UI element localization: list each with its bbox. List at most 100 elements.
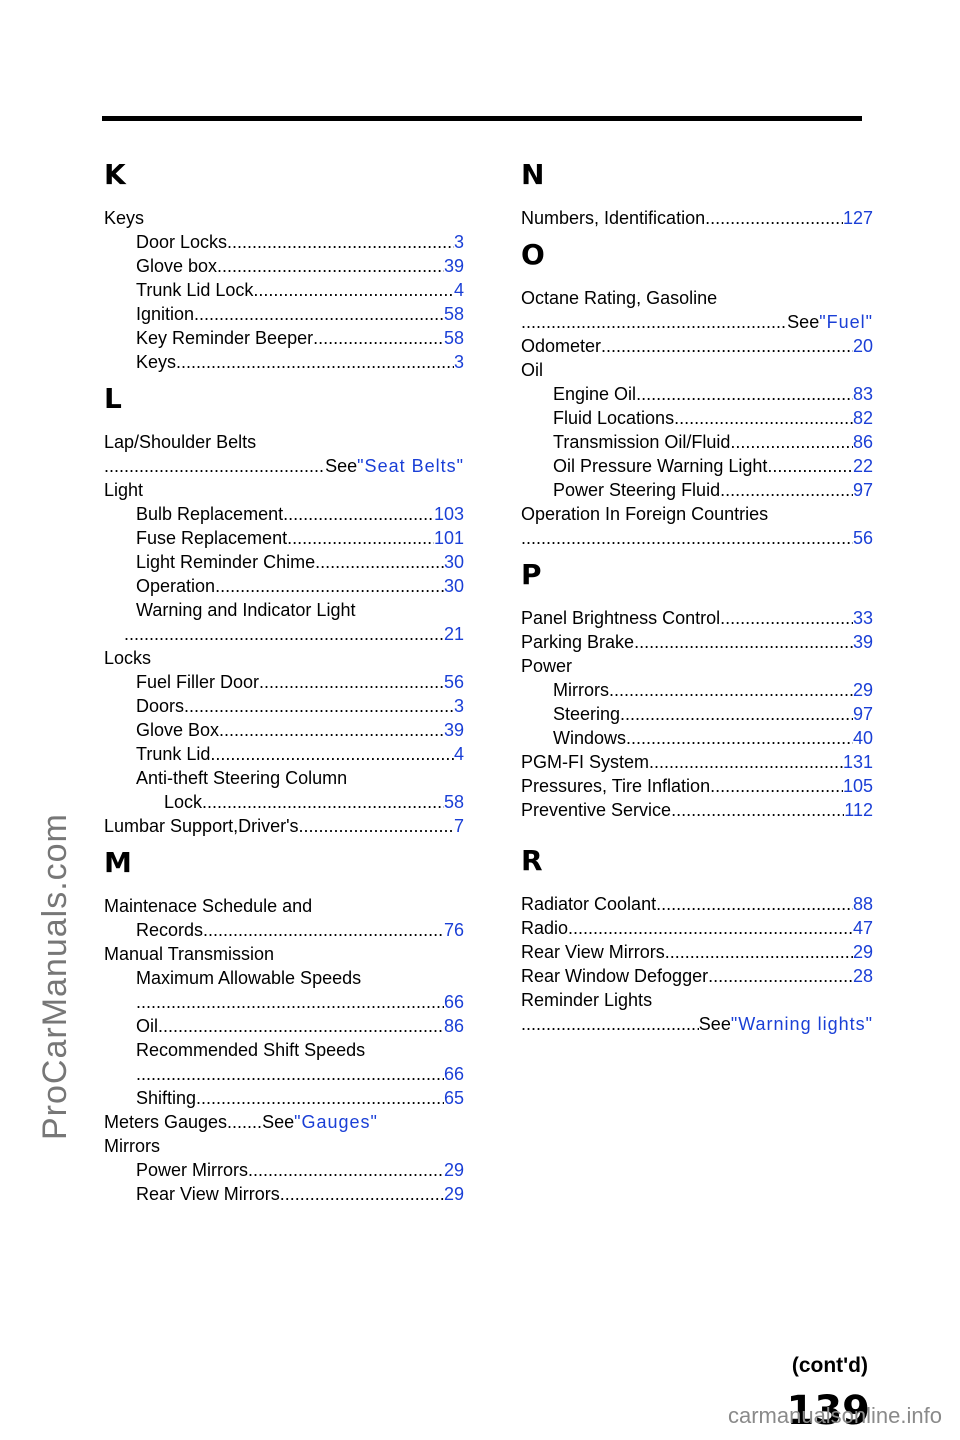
page-link[interactable]: 4 [453, 744, 464, 764]
index-entry[interactable]: Rear View Mirrors 29 [521, 940, 873, 964]
index-entry[interactable]: Transmission Oil/Fluid 86 [521, 430, 873, 454]
see-link[interactable]: "Warning lights" [730, 1014, 873, 1034]
see-link[interactable]: "Seat Belts" [357, 456, 464, 476]
page-link[interactable]: 88 [852, 894, 873, 914]
page-link[interactable]: 56 [443, 672, 464, 692]
see-reference[interactable]: Meters Gauges.......See "Gauges" [104, 1112, 378, 1132]
page-link[interactable]: 39 [852, 632, 873, 652]
page-link[interactable]: 3 [453, 352, 464, 372]
index-entry[interactable]: 21 [104, 622, 464, 646]
index-entry[interactable]: Power Mirrors 29 [104, 1158, 464, 1182]
see-reference[interactable]: See "Fuel" [521, 310, 873, 334]
page-link[interactable]: 56 [852, 528, 873, 548]
page-link[interactable]: 39 [443, 256, 464, 276]
index-entry[interactable]: Key Reminder Beeper58 [104, 326, 464, 350]
page-link[interactable]: 40 [852, 728, 873, 748]
page-link[interactable]: 29 [443, 1160, 464, 1180]
index-entry[interactable]: Shifting65 [104, 1086, 464, 1110]
index-entry[interactable]: Preventive Service112 [521, 798, 873, 822]
index-entry[interactable]: Panel Brightness Control 33 [521, 606, 873, 630]
page-link[interactable]: 58 [443, 792, 464, 812]
page-link[interactable]: 58 [443, 328, 464, 348]
site-watermark: carmanualsonline.info [727, 1403, 942, 1428]
index-entry[interactable]: Steering 97 [521, 702, 873, 726]
see-link[interactable]: "Gauges" [294, 1112, 378, 1132]
page-link[interactable]: 29 [852, 680, 873, 700]
page-link[interactable]: 4 [453, 280, 464, 300]
page-link[interactable]: 112 [844, 800, 873, 820]
index-entry[interactable]: Fuse Replacement 101 [104, 526, 464, 550]
index-entry[interactable]: Trunk Lid Lock 4 [104, 278, 464, 302]
page-link[interactable]: 29 [443, 1184, 464, 1204]
index-entry[interactable]: Door Locks 3 [104, 230, 464, 254]
page-link[interactable]: 83 [852, 384, 873, 404]
page-link[interactable]: 101 [433, 528, 464, 548]
page-link[interactable]: 30 [443, 576, 464, 596]
page-link[interactable]: 20 [852, 336, 873, 356]
index-entry[interactable]: Glove box 39 [104, 254, 464, 278]
page-link[interactable]: 76 [443, 920, 464, 940]
page-link[interactable]: 30 [443, 552, 464, 572]
index-entry[interactable]: Rear View Mirrors 29 [104, 1182, 464, 1206]
index-entry[interactable]: PGM-FI System131 [521, 750, 873, 774]
index-entry[interactable]: Odometer 20 [521, 334, 873, 358]
index-entry[interactable]: Fluid Locations 82 [521, 406, 873, 430]
index-entry[interactable]: Ignition 58 [104, 302, 464, 326]
index-entry[interactable]: Pressures, Tire Inflation105 [521, 774, 873, 798]
see-reference[interactable]: See "Seat Belts" [104, 454, 464, 478]
index-entry[interactable]: Radio 47 [521, 916, 873, 940]
index-entry[interactable]: Light Reminder Chime 30 [104, 550, 464, 574]
page-link[interactable]: 86 [852, 432, 873, 452]
index-entry-warning-light: Warning and Indicator Light [136, 600, 356, 620]
index-entry[interactable]: Trunk Lid4 [104, 742, 464, 766]
page-link[interactable]: 131 [842, 752, 873, 772]
index-entry[interactable]: Power Steering Fluid 97 [521, 478, 873, 502]
index-entry[interactable]: Records76 [104, 918, 464, 942]
index-entry[interactable]: Glove Box 39 [104, 718, 464, 742]
index-entry[interactable]: Windows40 [521, 726, 873, 750]
page-link[interactable]: 97 [852, 480, 873, 500]
page-link[interactable]: 86 [443, 1016, 464, 1036]
page-link[interactable]: 22 [852, 456, 873, 476]
index-entry[interactable]: Engine Oil 83 [521, 382, 873, 406]
page-link[interactable]: 66 [443, 1064, 464, 1084]
page-link[interactable]: 103 [433, 504, 464, 524]
page-link[interactable]: 3 [453, 696, 464, 716]
page-link[interactable]: 28 [852, 966, 873, 986]
page-link[interactable]: 127 [842, 208, 873, 228]
index-entry[interactable]: Rear Window Defogger 28 [521, 964, 873, 988]
see-reference[interactable]: See "Warning lights" [521, 1012, 873, 1036]
page-link[interactable]: 58 [443, 304, 464, 324]
index-entry[interactable]: Keys3 [104, 350, 464, 374]
page-link[interactable]: 3 [453, 232, 464, 252]
page-link[interactable]: 29 [852, 942, 873, 962]
index-entry[interactable]: 66 [104, 1062, 464, 1086]
index-entry[interactable]: Oil86 [104, 1014, 464, 1038]
index-entry[interactable]: Radiator Coolant 88 [521, 892, 873, 916]
index-entry[interactable]: 66 [104, 990, 464, 1014]
page-link[interactable]: 7 [453, 816, 464, 836]
page-link[interactable]: 97 [852, 704, 873, 724]
index-entry[interactable]: Doors3 [104, 694, 464, 718]
page-link[interactable]: 65 [443, 1088, 464, 1108]
page-link[interactable]: 33 [852, 608, 873, 628]
index-entry[interactable]: Parking Brake39 [521, 630, 873, 654]
page-link[interactable]: 47 [852, 918, 873, 938]
index-entry[interactable]: Oil Pressure Warning Light22 [521, 454, 873, 478]
page-link[interactable]: 39 [443, 720, 464, 740]
page-link[interactable]: 66 [443, 992, 464, 1012]
index-entry[interactable]: Operation30 [104, 574, 464, 598]
section-letter-l: L [104, 382, 122, 415]
page-link[interactable]: 82 [852, 408, 873, 428]
page-link[interactable]: 105 [842, 776, 873, 796]
page-link[interactable]: 21 [443, 624, 464, 644]
index-entry[interactable]: Fuel Filler Door 56 [104, 670, 464, 694]
index-entry-max-speeds: Maximum Allowable Speeds [136, 968, 362, 988]
index-entry[interactable]: Bulb Replacement103 [104, 502, 464, 526]
see-link[interactable]: "Fuel" [819, 312, 873, 332]
index-entry[interactable]: Lock58 [104, 790, 464, 814]
index-entry[interactable]: Mirrors 29 [521, 678, 873, 702]
index-entry[interactable]: 56 [521, 526, 873, 550]
index-entry[interactable]: Numbers, Identification127 [521, 206, 873, 230]
index-entry[interactable]: Lumbar Support,Driver's 7 [104, 814, 464, 838]
